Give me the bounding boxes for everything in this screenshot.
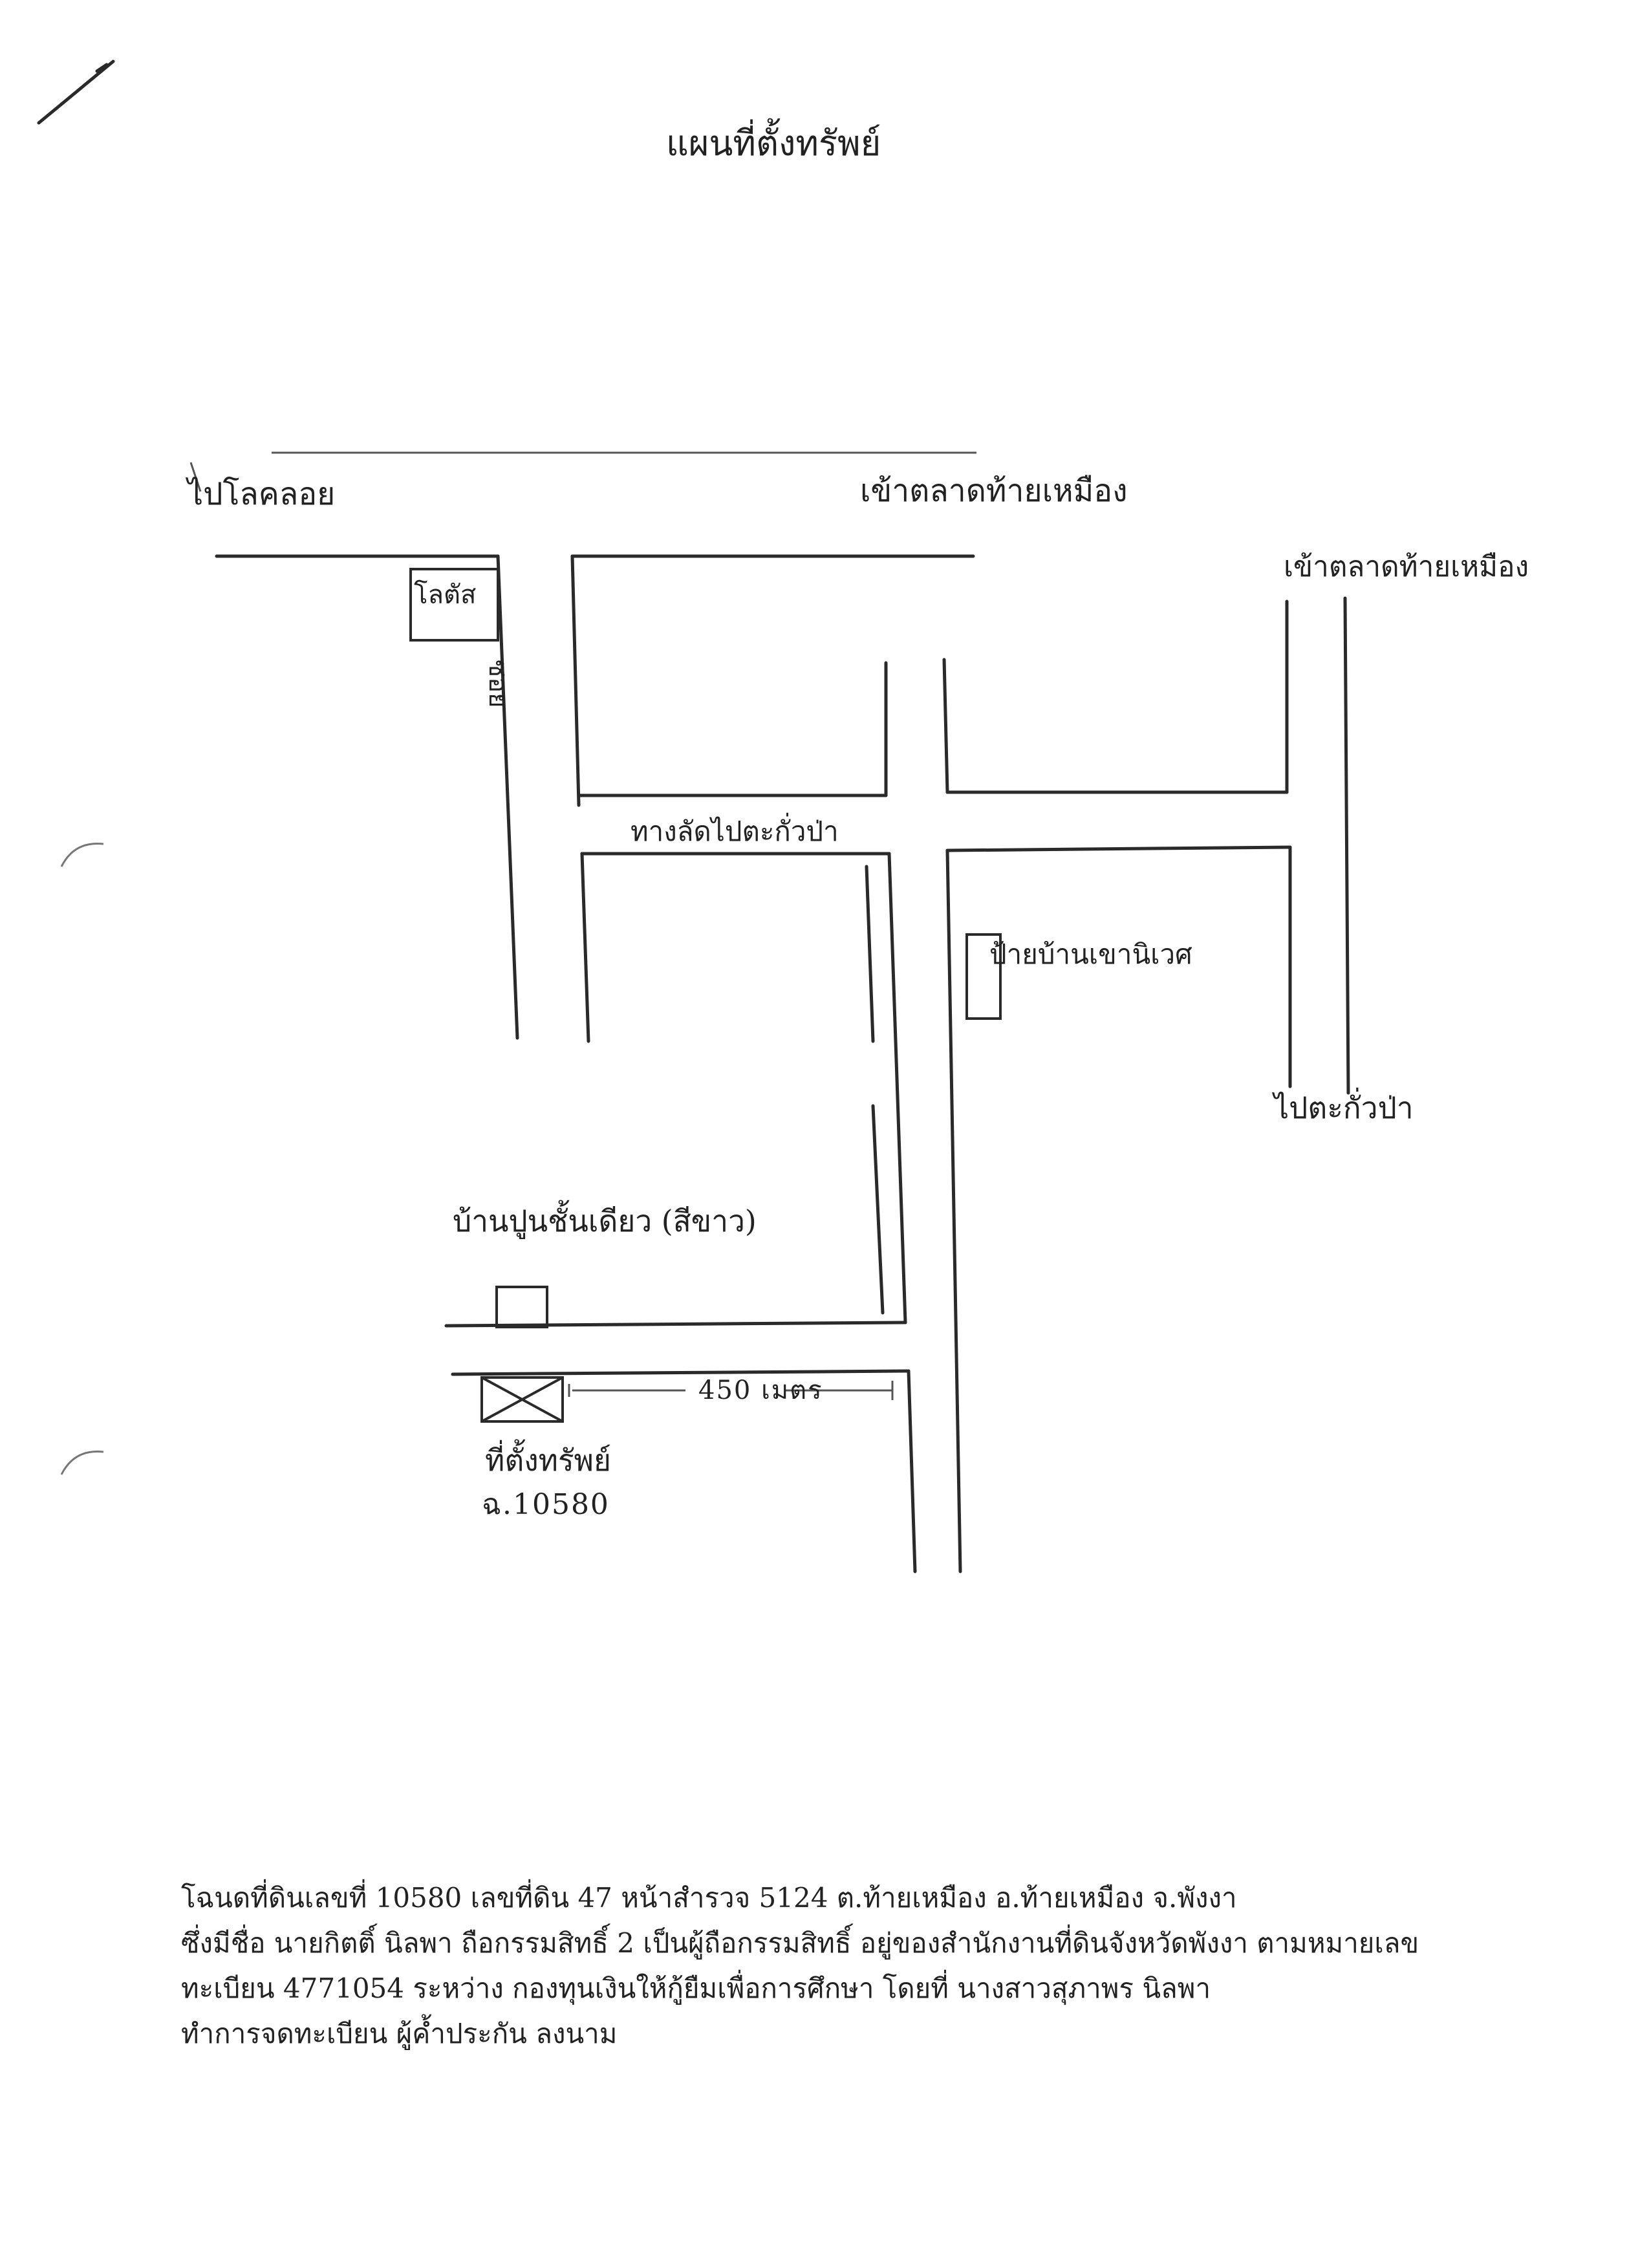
north-road-lower-edge xyxy=(945,845,1292,852)
center-road-left-south xyxy=(907,1369,917,1573)
note-line: ทะเบียน 4771054 ระหว่าง กองทุนเงินให้กู้… xyxy=(181,1972,1211,2004)
description-note: โฉนดที่ดินเลขที่ 10580 เลขที่ดิน 47 หน้า… xyxy=(181,1875,1474,2057)
center-road-left-lower xyxy=(887,852,907,1324)
label-to-north-market-2: เข้าตลาดท้ายเหมือง xyxy=(1284,550,1529,583)
label-lotus-box: โลตัส xyxy=(414,580,477,610)
label-to-north-market-1: เข้าตลาดท้ายเหมือง xyxy=(860,473,1128,509)
label-soi: ซอย xyxy=(483,660,513,708)
note-line: ทำการจดทะเบียน ผู้ค้ำประกัน ลงนาม xyxy=(181,2018,618,2049)
center-road-left-upper xyxy=(942,658,949,794)
label-deed-number: ฉ.10580 xyxy=(482,1488,610,1521)
right-road-right-edge xyxy=(1343,596,1350,1095)
note-line: โฉนดที่ดินเลขที่ 10580 เลขที่ดิน 47 หน้า… xyxy=(181,1882,1237,1914)
punch-hole-mark xyxy=(60,1450,104,1475)
note-line: ซึ่งมีชื่อ นายกิตติ์ นิลพา ถือกรรมสิทธิ์… xyxy=(181,1927,1419,1959)
lotus-store-box xyxy=(409,568,499,642)
side-road-north-edge xyxy=(444,1321,907,1328)
label-distance: 450 เมตร xyxy=(698,1376,823,1405)
center-road-right-edge xyxy=(945,848,962,1573)
punch-hole-mark xyxy=(60,842,104,867)
label-land-location: ที่ตั้งทรัพย์ xyxy=(485,1443,611,1478)
corner-mark xyxy=(37,59,115,125)
land-plot-box xyxy=(480,1376,564,1423)
soi-right-edge-upper xyxy=(570,554,581,807)
label-landmark-house: บ้านปูนชั้นเดียว (สีขาว) xyxy=(453,1204,757,1238)
inner-divider-upper xyxy=(865,865,875,1043)
landmark-house-box xyxy=(495,1286,548,1328)
soi-left-edge xyxy=(496,554,519,1040)
label-to-lotus: ไปโลคลอย xyxy=(188,476,336,512)
page-title: แผนที่ตั้งทรัพย์ xyxy=(666,123,881,164)
land-plot-cross-b xyxy=(481,1376,563,1423)
inner-divider-lower xyxy=(871,1104,885,1315)
side-road-south-edge xyxy=(451,1369,911,1376)
label-village-sign: ป้ายบ้านเขานิเวศ xyxy=(989,938,1192,970)
village-sign-box xyxy=(965,933,1002,1020)
road-tick xyxy=(189,462,202,492)
inner-left-edge xyxy=(580,852,590,1043)
label-junction: ทางลัดไปตะกั่วป่า xyxy=(630,815,839,847)
label-to-takuapa: ไปตะกั่วป่า xyxy=(1274,1090,1414,1125)
